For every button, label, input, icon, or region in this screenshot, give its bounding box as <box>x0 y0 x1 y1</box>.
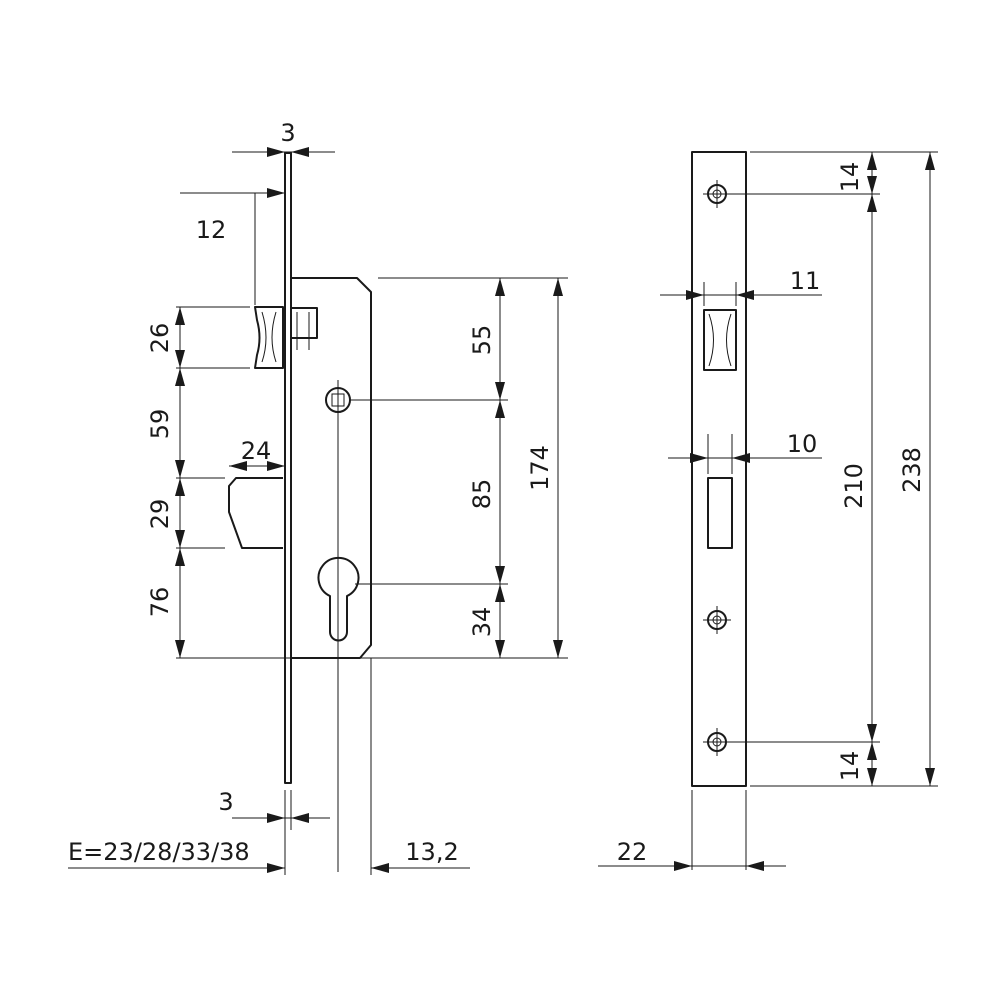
arrow-3b-l <box>267 813 285 823</box>
screw-hole-middle <box>703 606 731 634</box>
dim-faceplate-arrow-l <box>267 147 285 157</box>
arrow-174-top <box>553 278 563 296</box>
arrow-238-top <box>925 152 935 170</box>
arrow-10-l <box>690 453 708 463</box>
arrow-3b-r <box>291 813 309 823</box>
dim-backset: E=23/28/33/38 <box>68 838 250 866</box>
arrow-55-bot <box>495 382 505 400</box>
dim-bolt-throw: 24 <box>241 437 272 465</box>
arrow-22-r <box>746 861 764 871</box>
front-faceplate <box>691 151 747 787</box>
dim-latch-window-width: 11 <box>790 267 821 295</box>
dim-plate-width: 22 <box>617 838 648 866</box>
arrow-34-top <box>495 584 505 602</box>
arrow-210-top <box>867 194 877 212</box>
side-faceplate <box>284 152 292 784</box>
dim-top-screw-offset: 14 <box>836 162 864 193</box>
arrow-29-bot <box>175 530 185 548</box>
dim-bolt-height: 29 <box>146 499 174 530</box>
dim-body-height: 174 <box>526 445 554 491</box>
side-view: 3 12 26 59 29 76 24 55 85 34 <box>68 119 568 875</box>
dim-plate-height: 238 <box>898 447 926 493</box>
arrow-76-bot <box>175 640 185 658</box>
arrow-11-l <box>686 290 704 300</box>
dim-bolt-to-bottom: 76 <box>146 587 174 618</box>
arrow-29-top <box>175 478 185 496</box>
arrow-11-r <box>736 290 754 300</box>
latch-bolt-curve-inner <box>271 311 277 363</box>
latch-window-curve-left <box>708 313 714 367</box>
arrow-26-bot <box>175 350 185 368</box>
latch-window-curve-right <box>726 313 732 367</box>
dim-top-to-spindle: 55 <box>468 325 496 356</box>
dim-faceplate-thickness: 3 <box>280 119 295 147</box>
arrow-24-l <box>229 461 247 471</box>
arrow-85-top <box>495 400 505 418</box>
front-view: 11 10 14 210 14 238 22 <box>598 151 938 871</box>
arrow-26-top <box>175 307 185 325</box>
arrow-85-bot <box>495 566 505 584</box>
latch-bolt-curve <box>261 311 267 363</box>
dim-bolt-window-width: 10 <box>787 430 818 458</box>
dim-bottom-screw-offset: 14 <box>836 751 864 782</box>
dim-screw-spacing: 210 <box>840 463 868 509</box>
arrow-22-l <box>674 861 692 871</box>
arrow-14t-bot <box>867 176 877 194</box>
latch-window <box>703 309 737 371</box>
arrow-14b-top <box>867 742 877 760</box>
dim-spindle-to-cylinder: 85 <box>468 479 496 510</box>
dim-faceplate-arrow-r <box>291 147 309 157</box>
arrow-24-r <box>267 461 285 471</box>
arrow-132 <box>371 863 389 873</box>
arrow-238-bot <box>925 768 935 786</box>
screw-hole-bottom <box>703 728 731 756</box>
arrow-174-bot <box>553 640 563 658</box>
arrow-34-bot <box>495 640 505 658</box>
arrow-76-top <box>175 548 185 566</box>
arrow-10-r <box>732 453 750 463</box>
bolt-window <box>707 477 733 549</box>
arrow-55-top <box>495 278 505 296</box>
latch-tail <box>290 307 318 339</box>
arrow-14b-bot <box>867 768 877 786</box>
dim-latch-to-bolt: 59 <box>146 409 174 440</box>
latch-bolt <box>254 306 284 369</box>
dim-latch-height: 26 <box>146 323 174 354</box>
dim-latch-offset-arrow <box>267 188 285 198</box>
dead-bolt <box>228 477 283 549</box>
cylinder-hole <box>317 556 360 642</box>
arrow-59-top <box>175 368 185 386</box>
arrow-backset <box>267 863 285 873</box>
dim-plate-thickness-bottom: 3 <box>218 788 233 816</box>
arrow-14t-top <box>867 152 877 170</box>
arrow-59-bot <box>175 460 185 478</box>
dim-cylinder-to-bottom: 34 <box>468 607 496 638</box>
screw-hole-top <box>703 180 731 208</box>
dim-body-back-offset: 13,2 <box>405 838 458 866</box>
dim-latch-offset: 12 <box>196 216 227 244</box>
arrow-210-bot <box>867 724 877 742</box>
